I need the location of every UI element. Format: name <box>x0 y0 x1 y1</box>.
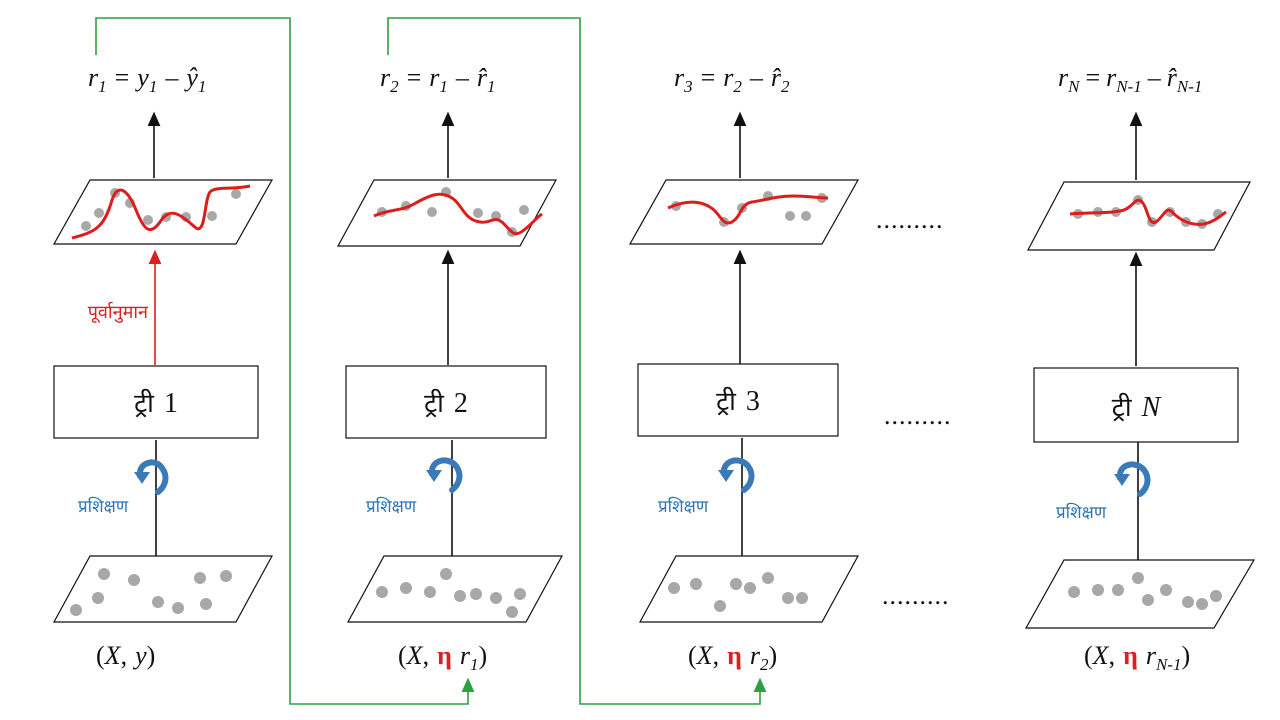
feedback-connector-1 <box>95 17 475 705</box>
training-rotate-icon-3 <box>720 457 755 493</box>
fit-curve-2 <box>373 192 543 236</box>
tree-box-2 <box>345 365 547 439</box>
training-rotate-arrowhead-1 <box>134 472 150 484</box>
fit-curve-n <box>1069 198 1227 226</box>
input-label-1: (X,y) <box>96 641 155 670</box>
training-label-1: प्रशिक्षण <box>78 496 129 517</box>
input-points-1 <box>70 568 232 616</box>
residual-formula-1: r1=y1–ŷ1 <box>88 63 206 96</box>
input-points-3 <box>668 572 808 612</box>
training-label-3: प्रशिक्षण <box>658 496 709 517</box>
training-rotate-icon-n <box>1116 461 1151 497</box>
input-points-n <box>1068 572 1222 610</box>
input-plane-2 <box>346 555 564 623</box>
fit-curve-3 <box>667 194 829 225</box>
feedback-connector-2 <box>387 17 767 705</box>
tree-label-3: ट्री3 <box>716 386 760 417</box>
tree-label-2: ट्री2 <box>424 388 468 419</box>
training-rotate-arrowhead-2 <box>426 470 442 482</box>
input-points-2 <box>376 568 526 618</box>
tree-box-n <box>1033 367 1239 443</box>
tree-label-1: ट्री1 <box>134 388 178 419</box>
prediction-plane-2 <box>336 179 558 247</box>
ellipsis-top: ......... <box>876 205 944 234</box>
training-rotate-arrowhead-n <box>1114 474 1130 486</box>
input-plane-1 <box>52 555 274 623</box>
residual-formula-2: r2=r1–r̂1 <box>380 63 496 96</box>
training-rotate-icon-2 <box>428 457 463 493</box>
fit-curve-1 <box>71 184 251 240</box>
tree-box-3 <box>637 363 839 437</box>
training-label-2: प्रशिक्षण <box>366 496 417 517</box>
residual-formula-3: r3=r2–r̂2 <box>674 63 790 96</box>
tree-box-1 <box>53 365 259 439</box>
residual-formula-n: rN=rN-1–r̂N-1 <box>1058 63 1202 96</box>
ellipsis-bottom: ......... <box>882 581 950 610</box>
column-tree-1: r1=y1–ŷ1 पूर्वानुमान ट्री1 प्रशिक्षण (X,… <box>52 63 274 670</box>
training-rotate-arrowhead-3 <box>718 470 734 482</box>
predict-label: पूर्वानुमान <box>88 301 149 323</box>
ellipsis-middle: ......... <box>884 401 952 430</box>
training-rotate-icon-1 <box>136 459 169 495</box>
tree-label-n: ट्रीN <box>1112 392 1162 423</box>
prediction-plane-1 <box>52 179 274 245</box>
prediction-plane-n <box>1027 181 1251 251</box>
training-label-n: प्रशिक्षण <box>1056 502 1107 523</box>
input-plane-n <box>1024 559 1256 629</box>
